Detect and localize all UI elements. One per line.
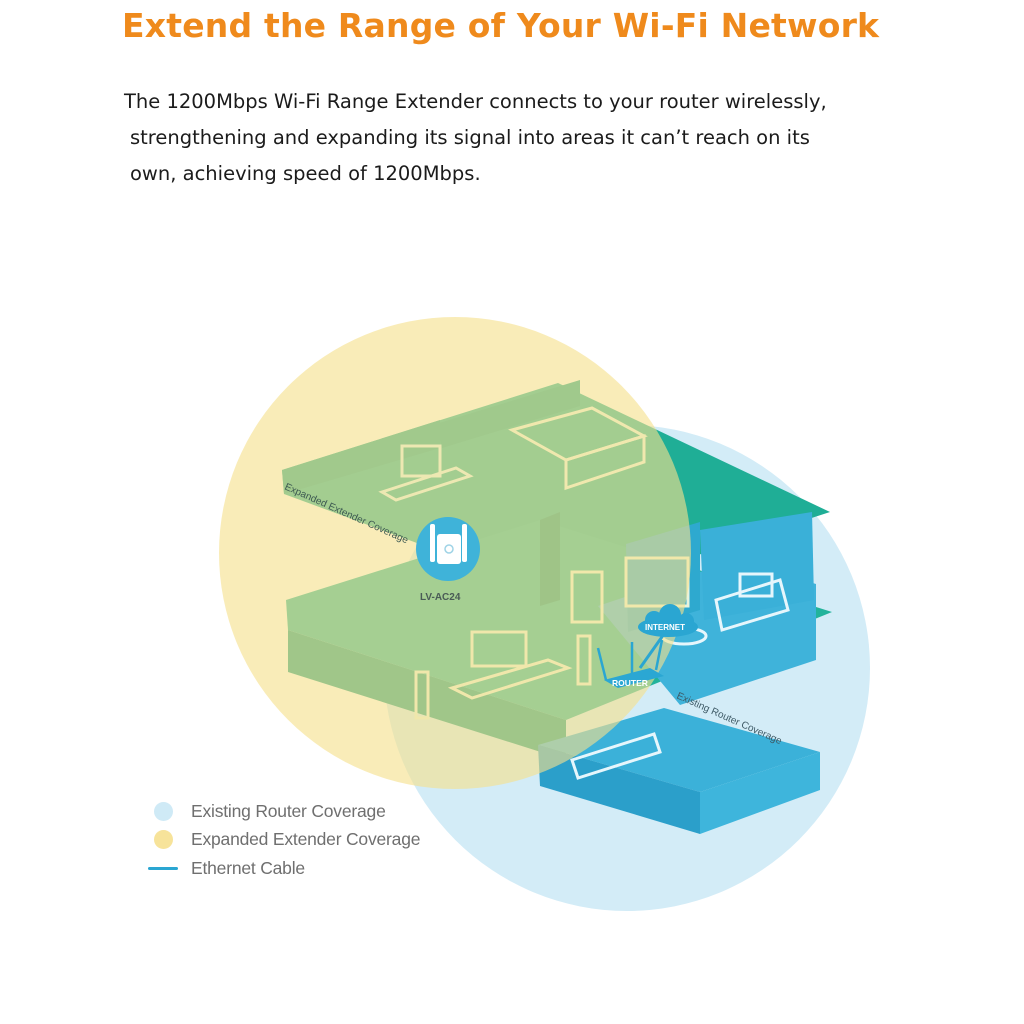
legend-item-ethernet-cable: Ethernet Cable xyxy=(148,854,420,883)
extender-antenna-right xyxy=(462,524,467,562)
router-antenna-right xyxy=(654,639,664,671)
internet-label: INTERNET xyxy=(645,623,685,632)
ethernet-cable-swatch-icon xyxy=(148,866,178,870)
lower-blue-base xyxy=(538,745,700,834)
diagram-legend: Existing Router Coverage Expanded Extend… xyxy=(148,797,420,883)
router-coverage-swatch-icon xyxy=(154,801,173,821)
extender-body xyxy=(437,534,461,564)
extender-antenna-left xyxy=(430,524,435,562)
legend-label: Existing Router Coverage xyxy=(191,800,386,821)
legend-label: Ethernet Cable xyxy=(191,857,305,878)
extender-coverage-swatch-icon xyxy=(154,830,173,850)
cloud-puff-mid xyxy=(659,604,681,626)
right-room-wall xyxy=(700,512,814,620)
lower-blue-side xyxy=(700,752,820,834)
legend-item-router-coverage: Existing Router Coverage xyxy=(148,797,420,826)
right-room-cabinet xyxy=(714,578,790,632)
router-antenna-left xyxy=(596,647,608,681)
ethernet-cable xyxy=(638,633,666,669)
cloud-puff-left xyxy=(645,611,663,629)
description-line-1: The 1200Mbps Wi-Fi Range Extender connec… xyxy=(124,90,827,113)
cloud-puff-right xyxy=(678,613,694,629)
extender-model-label: LV-AC24 xyxy=(420,592,461,603)
range-extender-device xyxy=(416,517,480,581)
router-device xyxy=(596,639,664,688)
description-line-3: own, achieving speed of 1200Mbps. xyxy=(130,162,481,185)
internet-cloud xyxy=(638,604,698,637)
bathtub xyxy=(570,732,662,780)
intro-description: The 1200Mbps Wi-Fi Range Extender connec… xyxy=(124,84,914,192)
right-room-tv xyxy=(738,572,774,598)
legend-item-extender-coverage: Expanded Extender Coverage xyxy=(148,826,420,855)
page-title: Extend the Range of Your Wi-Fi Network xyxy=(122,6,880,45)
extender-power-icon xyxy=(444,544,454,554)
router-body xyxy=(604,668,664,688)
router-device-label: ROUTER xyxy=(612,678,648,688)
description-line-2: strengthening and expanding its signal i… xyxy=(130,126,810,149)
legend-label: Expanded Extender Coverage xyxy=(191,829,421,850)
